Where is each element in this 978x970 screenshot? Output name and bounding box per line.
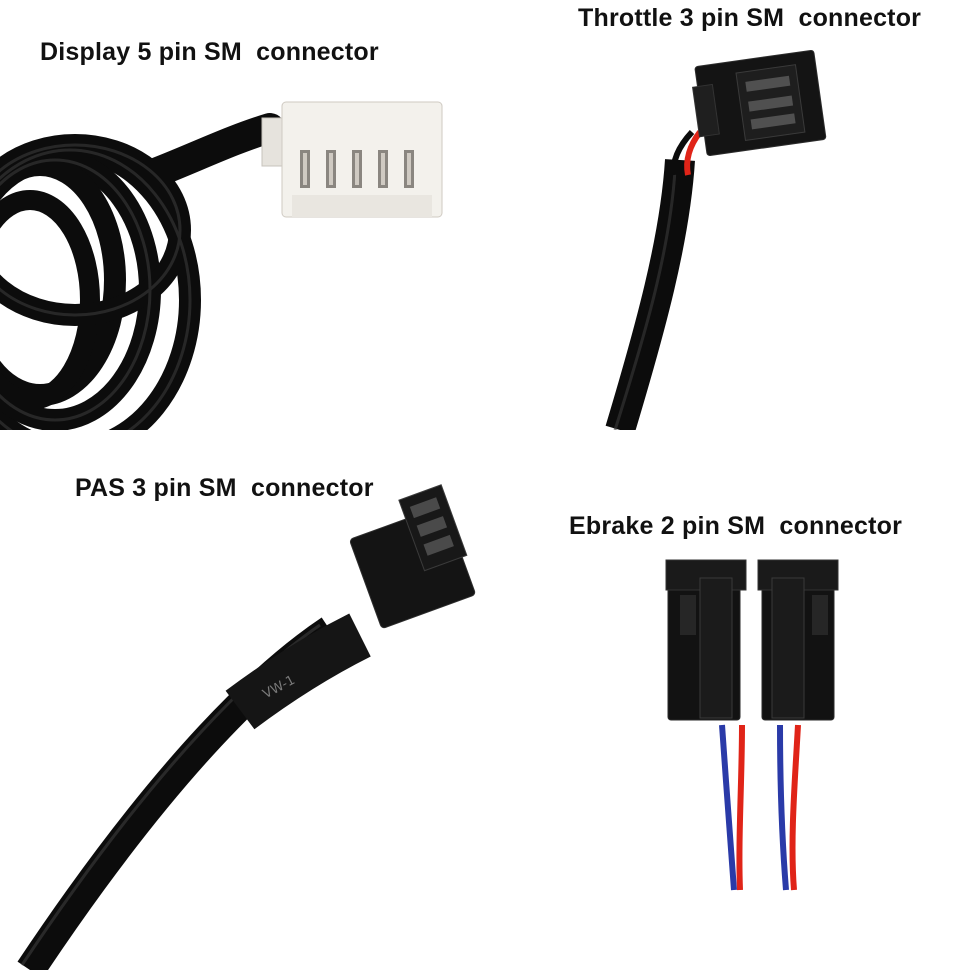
pas-connector-photo xyxy=(17,484,476,970)
throttle-connector-panel: Throttle 3 pin SM connector xyxy=(490,0,978,430)
pas-connector-label: PAS 3 pin SM connector xyxy=(75,474,374,502)
display-connector-label: Display 5 pin SM connector xyxy=(40,38,379,66)
ebrake-connector-label: Ebrake 2 pin SM connector xyxy=(569,512,903,540)
ebrake-connector-photo xyxy=(665,559,839,891)
ebrake-connector-panel: Ebrake 2 pin SM connector xyxy=(490,460,978,970)
pas-connector-panel: VW-1 PAS 3 pin SM connector xyxy=(0,460,490,970)
display-connector-panel: Display 5 pin SM connector xyxy=(0,0,490,430)
display-connector-photo xyxy=(0,101,443,430)
throttle-connector-photo xyxy=(605,49,827,430)
throttle-connector-label: Throttle 3 pin SM connector xyxy=(578,4,922,32)
